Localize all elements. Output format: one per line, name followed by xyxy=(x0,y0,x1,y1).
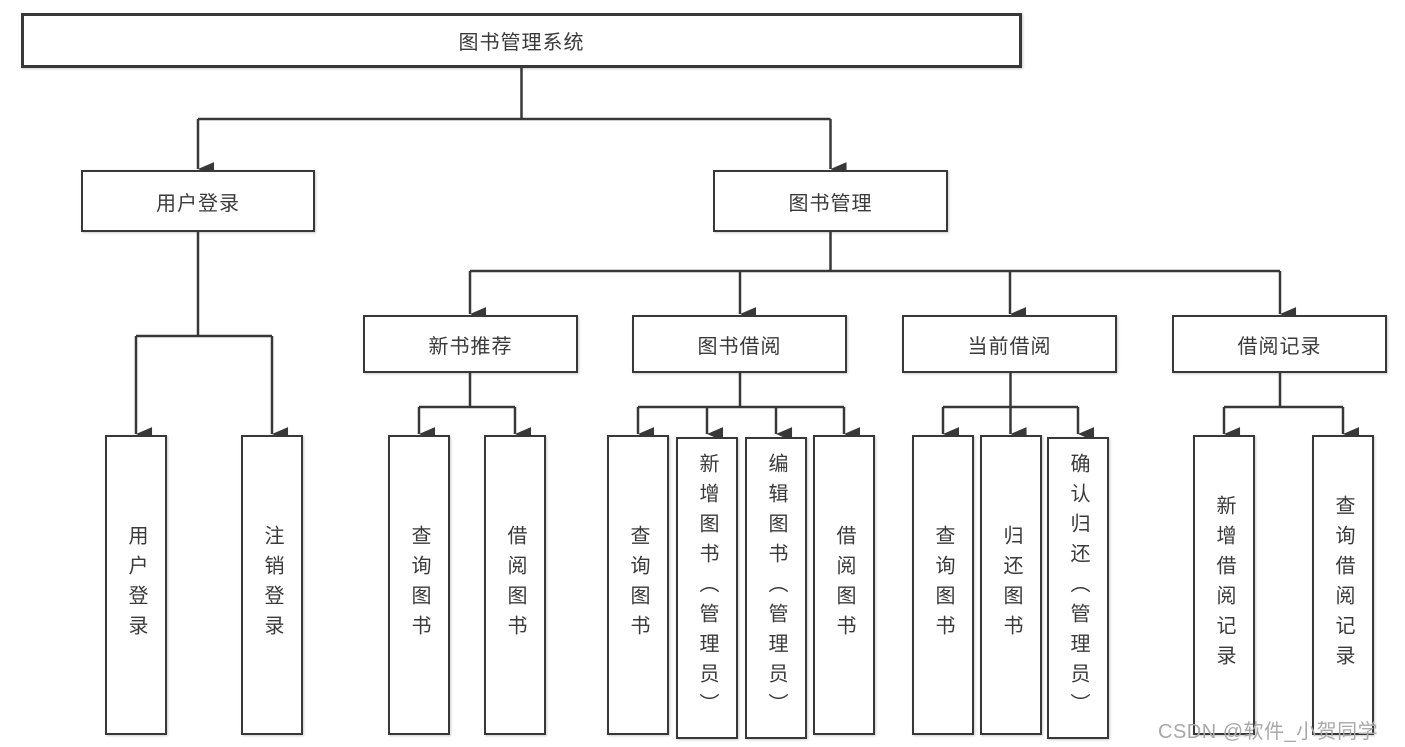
leaf-cb-query-books: 查询图书 xyxy=(912,435,974,735)
leaf-nbr-query-books: 查询图书 xyxy=(388,435,450,735)
leaf-user-login: 用户登录 xyxy=(105,435,167,735)
node-user-login-label: 用户登录 xyxy=(156,192,240,215)
node-borrow-records-label: 借阅记录 xyxy=(1237,335,1322,358)
leaf-cb-confirm-return-admin: 确认归还（管理员） xyxy=(1047,437,1109,739)
node-borrow-records: 借阅记录 xyxy=(1172,315,1387,373)
node-book-management: 图书管理 xyxy=(713,170,948,232)
connector-bb-bus xyxy=(638,373,844,409)
leaf-user-login-label: 用户登录 xyxy=(125,525,147,645)
connector-login-bus xyxy=(136,232,272,338)
connector-nbr-bus xyxy=(419,373,515,409)
leaf-bb-add-book-admin-label: 新增图书（管理员） xyxy=(696,453,718,723)
leaf-bb-add-book-admin: 新增图书（管理员） xyxy=(676,437,738,739)
connector-br-bus xyxy=(1224,373,1343,409)
connector-mgmt-bus xyxy=(470,232,1280,273)
leaf-bb-borrow-books-label: 借阅图书 xyxy=(833,525,855,645)
leaf-cb-return-books: 归还图书 xyxy=(980,435,1042,735)
connector-root-bus xyxy=(198,68,831,121)
node-new-book-recommend-label: 新书推荐 xyxy=(428,335,513,358)
node-book-management-label: 图书管理 xyxy=(788,192,873,215)
node-new-book-recommend: 新书推荐 xyxy=(363,315,578,373)
leaf-nbr-borrow-books: 借阅图书 xyxy=(484,435,546,735)
leaf-cb-query-books-label: 查询图书 xyxy=(932,525,954,645)
leaf-br-query-record-label: 查询借阅记录 xyxy=(1332,495,1354,675)
csdn-watermark: CSDN @软件_小贺同学 xyxy=(1158,721,1379,743)
leaf-bb-query-books: 查询图书 xyxy=(607,435,669,735)
leaf-bb-edit-book-admin: 编辑图书（管理员） xyxy=(745,437,807,739)
leaf-cb-confirm-return-admin-label: 确认归还（管理员） xyxy=(1067,453,1089,723)
leaf-nbr-borrow-books-label: 借阅图书 xyxy=(504,525,526,645)
node-user-login: 用户登录 xyxy=(81,170,315,232)
leaf-logout: 注销登录 xyxy=(241,435,303,735)
node-current-borrow-label: 当前借阅 xyxy=(967,335,1052,358)
leaf-br-add-record-label: 新增借阅记录 xyxy=(1213,495,1235,675)
leaf-br-query-record: 查询借阅记录 xyxy=(1312,435,1374,735)
leaf-nbr-query-books-label: 查询图书 xyxy=(408,525,430,645)
leaf-br-add-record: 新增借阅记录 xyxy=(1193,435,1255,735)
leaf-bb-edit-book-admin-label: 编辑图书（管理员） xyxy=(765,453,787,723)
leaf-bb-query-books-label: 查询图书 xyxy=(627,525,649,645)
connector-cb-bus xyxy=(943,373,1078,409)
node-current-borrow: 当前借阅 xyxy=(902,315,1117,373)
leaf-cb-return-books-label: 归还图书 xyxy=(1000,525,1022,645)
leaf-bb-borrow-books: 借阅图书 xyxy=(813,435,875,735)
node-root-label: 图书管理系统 xyxy=(458,32,585,54)
node-book-borrow: 图书借阅 xyxy=(632,315,847,373)
node-root: 图书管理系统 xyxy=(21,13,1022,68)
node-book-borrow-label: 图书借阅 xyxy=(697,335,782,358)
leaf-logout-label: 注销登录 xyxy=(261,525,283,645)
